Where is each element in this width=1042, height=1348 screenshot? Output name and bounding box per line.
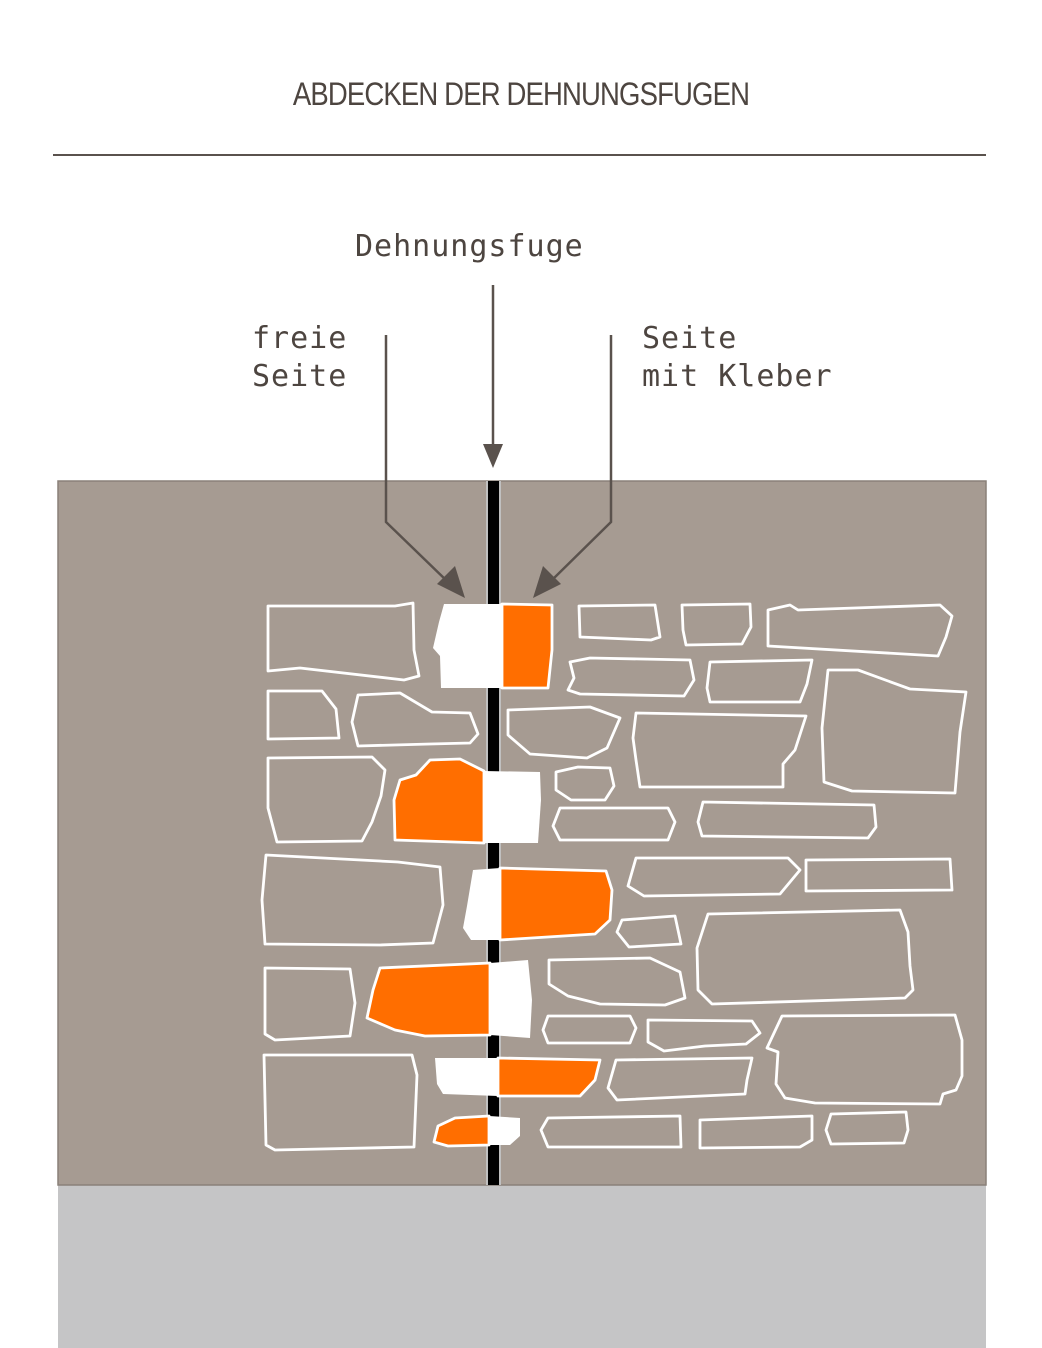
stone — [615, 914, 683, 949]
bridging-stone-free-part — [484, 771, 541, 843]
bridging-stone-adhesive-part — [498, 866, 614, 942]
stone — [539, 1114, 683, 1149]
stone — [566, 656, 696, 698]
stone — [680, 602, 753, 647]
bridging-stone-adhesive-part — [496, 1056, 602, 1098]
bridging-stone-adhesive-part — [500, 602, 554, 690]
stone — [824, 1110, 910, 1146]
label-free-side-line2: Seite — [252, 359, 348, 394]
bridging-stone-free-part — [435, 1058, 498, 1096]
stone — [506, 705, 622, 760]
arrow-adhesive-side — [533, 335, 613, 598]
stone — [551, 806, 677, 842]
stone — [606, 1056, 754, 1102]
stone — [541, 1014, 638, 1045]
stone — [266, 689, 341, 741]
stone — [350, 691, 480, 748]
stone-outlines — [260, 601, 968, 1152]
stone — [262, 1053, 419, 1152]
floor — [58, 1185, 986, 1348]
stone — [266, 601, 421, 682]
stone — [695, 908, 915, 1006]
stone — [631, 711, 808, 789]
arrow-free-side — [384, 335, 465, 598]
stone — [266, 755, 387, 844]
bridging-stone-free-part — [489, 1116, 520, 1145]
stone — [554, 765, 616, 802]
stone — [260, 853, 445, 947]
label-dehnungsfuge: Dehnungsfuge — [355, 229, 584, 264]
bridging-stone-free-part — [433, 604, 502, 688]
stone — [766, 603, 954, 658]
label-adhesive-side-line2: mit Kleber — [642, 359, 833, 394]
stone — [698, 1114, 814, 1150]
title-divider — [53, 154, 986, 156]
bridging-stone-adhesive-part — [365, 961, 492, 1038]
arrow-joint — [483, 285, 503, 468]
stone — [820, 668, 968, 795]
stone — [263, 966, 357, 1042]
stone — [547, 956, 687, 1007]
label-adhesive-side-line1: Seite — [642, 321, 738, 356]
bridging-stone-free-part — [463, 868, 500, 940]
stone — [626, 856, 802, 898]
bridging-stones — [365, 602, 614, 1148]
stone — [765, 1013, 964, 1106]
stone — [646, 1018, 762, 1053]
stone — [696, 800, 878, 840]
stone — [577, 603, 662, 642]
bridging-stone-adhesive-part — [392, 757, 486, 845]
stone — [705, 658, 814, 704]
bridging-stone-free-part — [490, 960, 532, 1038]
page-title: ABDECKEN DER DEHNUNGSFUGEN — [292, 76, 750, 112]
stone — [804, 857, 954, 893]
label-free-side-line1: freie — [252, 321, 348, 356]
